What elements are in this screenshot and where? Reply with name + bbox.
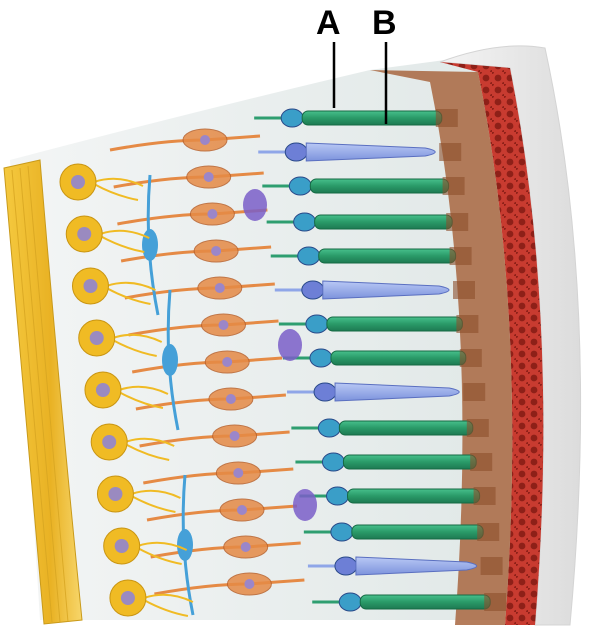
pigment-process [484,593,506,611]
horizontal-cell [278,329,302,361]
photoreceptor-nucleus [281,109,303,127]
bipolar-nucleus [215,283,225,293]
photoreceptor-nucleus [285,143,307,161]
ganglion-nucleus [77,227,91,241]
photoreceptor-nucleus [335,557,357,575]
bipolar-nucleus [219,320,229,330]
rod-cell [331,351,466,365]
photoreceptor-nucleus [294,213,316,231]
photoreceptor-nucleus [302,281,324,299]
ganglion-nucleus [90,331,104,345]
pigment-process [467,419,489,437]
pigment-process [439,143,461,161]
ganglion-nucleus [96,383,110,397]
rod-cell [327,317,463,331]
rod-cell [339,421,472,435]
bipolar-nucleus [200,135,210,145]
ganglion-nucleus [102,435,116,449]
bipolar-nucleus [204,172,214,182]
pigment-process [460,349,482,367]
photoreceptor-nucleus [306,315,328,333]
bipolar-nucleus [241,542,251,552]
photoreceptor-nucleus [314,383,336,401]
rod-cell [310,179,448,193]
rod-cell [343,455,476,469]
label-a: A [316,6,341,40]
bipolar-nucleus [211,246,221,256]
bipolar-nucleus [230,431,240,441]
rod-cell [302,111,442,125]
ganglion-nucleus [108,487,122,501]
rod-cell [360,595,490,609]
pigment-process [436,109,458,127]
pigment-process [463,383,485,401]
ganglion-nucleus [115,539,129,553]
horizontal-cell [293,489,317,521]
bipolar-nucleus [244,579,254,589]
photoreceptor-nucleus [327,487,349,505]
ganglion-nucleus [83,279,97,293]
photoreceptor-nucleus [322,453,344,471]
bipolar-nucleus [222,357,232,367]
pigment-process [481,557,503,575]
rod-cell [348,489,480,503]
photoreceptor-nucleus [310,349,332,367]
bipolar-nucleus [207,209,217,219]
rod-cell [315,215,453,229]
photoreceptor-nucleus [331,523,353,541]
photoreceptor-nucleus [318,419,340,437]
amacrine-cell [177,529,193,561]
ganglion-nucleus [121,591,135,605]
horizontal-cell [243,189,267,221]
pigment-process [453,281,475,299]
photoreceptor-nucleus [298,247,320,265]
pigment-process [470,453,492,471]
rod-cell [352,525,483,539]
amacrine-cell [162,344,178,376]
bipolar-nucleus [237,505,247,515]
pigment-process [443,177,465,195]
amacrine-cell [142,229,158,261]
pigment-process [446,213,468,231]
pigment-process [456,315,478,333]
pigment-process [474,487,496,505]
bipolar-nucleus [226,394,236,404]
ganglion-nucleus [71,175,85,189]
photoreceptor-nucleus [339,593,361,611]
pigment-process [477,523,499,541]
bipolar-nucleus [233,468,243,478]
photoreceptor-nucleus [289,177,311,195]
pigment-process [450,247,472,265]
rod-cell [319,249,456,263]
label-b: B [372,6,397,40]
